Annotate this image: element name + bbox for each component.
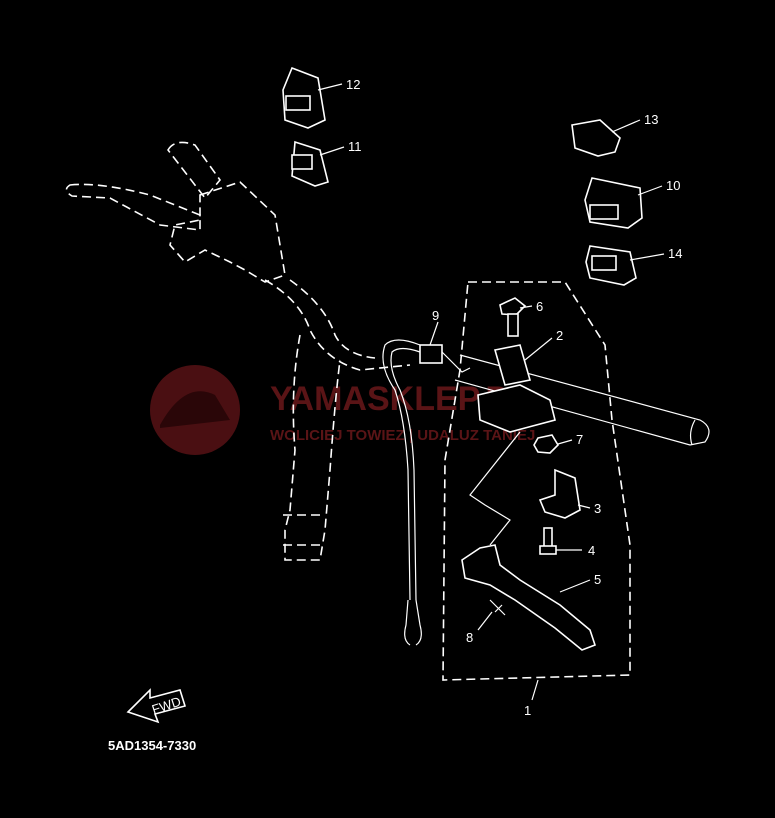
handlebar <box>264 279 411 561</box>
label-part-8: 8 <box>466 630 473 645</box>
leader-12 <box>317 83 343 91</box>
leader-14 <box>629 253 665 261</box>
label-part-3: 3 <box>594 501 601 516</box>
switch-part-14 <box>585 245 637 286</box>
label-part-6: 6 <box>536 299 543 314</box>
part-4-shank <box>543 527 553 549</box>
part-10-shape <box>584 177 643 229</box>
handlebar-left-drop <box>284 334 341 561</box>
bar-tube-end <box>689 419 696 446</box>
label-part-11: 11 <box>348 139 362 154</box>
fwd-arrow-shape <box>126 688 187 724</box>
screw-part-4 <box>539 527 557 555</box>
switch-part-13 <box>571 119 621 157</box>
cable-loop-inner <box>390 347 421 601</box>
fwd-arrow-icon: FWD <box>126 688 187 724</box>
cable-part-9 <box>382 339 471 646</box>
watermark-logo-wave <box>160 391 230 428</box>
leader-lines <box>317 83 665 701</box>
left-switch-housing <box>169 181 286 283</box>
label-part-1: 1 <box>524 703 531 718</box>
handlebar-mount <box>283 514 325 546</box>
part-12-button <box>285 95 311 111</box>
watermark: YAMASKLEP.PL WOLICIEJ TOWIEZ | UDALUZ TA… <box>150 365 535 455</box>
leader-5 <box>559 579 591 593</box>
part-10-button <box>589 204 619 220</box>
part-8-pin <box>489 599 506 616</box>
leader-6 <box>519 305 533 309</box>
bar-tube-outline <box>454 354 710 446</box>
label-part-4: 4 <box>588 543 595 558</box>
clamp-part-3 <box>538 468 581 519</box>
handlebar-outline-lower <box>289 279 376 359</box>
bolt-part-6 <box>499 297 527 337</box>
part-2-bracket <box>477 384 556 433</box>
label-part-10: 10 <box>666 178 680 193</box>
switch-part-10 <box>584 177 643 229</box>
label-part-13: 13 <box>644 112 658 127</box>
cable-terminal <box>404 599 422 646</box>
diagram-code: 5AD1354-7330 <box>108 738 196 753</box>
part-6-head <box>499 297 527 316</box>
leader-2 <box>524 337 553 361</box>
cable-plug <box>441 351 471 373</box>
label-part-2: 2 <box>556 328 563 343</box>
part-4-head <box>539 545 557 555</box>
pin-part-8 <box>489 599 506 616</box>
leader-10 <box>637 185 663 196</box>
lever-assembly-outline <box>442 281 631 681</box>
label-part-9: 9 <box>432 308 439 323</box>
leader-13 <box>611 119 641 133</box>
part-11-button <box>291 154 313 170</box>
clutch-lever <box>65 183 201 231</box>
leader-7 <box>557 439 573 445</box>
leader-3 <box>577 504 591 509</box>
cable-connector <box>419 344 443 364</box>
cable-loop <box>382 339 421 601</box>
left-grip <box>167 141 222 200</box>
part-3-shape <box>538 468 581 519</box>
leader-9 <box>429 321 439 346</box>
leader-bracket-lever <box>469 431 521 546</box>
switch-part-11 <box>291 140 329 187</box>
lever-part-5 <box>461 544 597 651</box>
handlebar-outline-upper <box>264 279 411 371</box>
switch-part-12 <box>282 66 326 129</box>
lever-bracket-part-2 <box>477 344 556 433</box>
leader-11 <box>319 146 345 156</box>
part-6-shank <box>507 313 519 337</box>
part-13-shape <box>571 119 621 157</box>
part-7-shape <box>533 434 560 454</box>
label-part-12: 12 <box>346 77 360 92</box>
part-2-top <box>493 344 532 386</box>
label-part-5: 5 <box>594 572 601 587</box>
watermark-tagline: WOLICIEJ TOWIEZ | UDALUZ TANIEJ <box>270 427 535 444</box>
label-part-14: 14 <box>668 246 682 261</box>
left-switch-assembly <box>65 141 286 283</box>
leader-8 <box>477 611 493 631</box>
nut-part-7 <box>533 434 560 454</box>
part-labels: 1 2 3 4 5 6 7 8 9 10 11 12 13 14 <box>346 77 682 718</box>
right-bar-tube <box>454 354 710 446</box>
leader-1 <box>531 679 539 701</box>
label-part-7: 7 <box>576 432 583 447</box>
part-5-lever <box>461 544 597 651</box>
part-14-button <box>591 255 617 271</box>
